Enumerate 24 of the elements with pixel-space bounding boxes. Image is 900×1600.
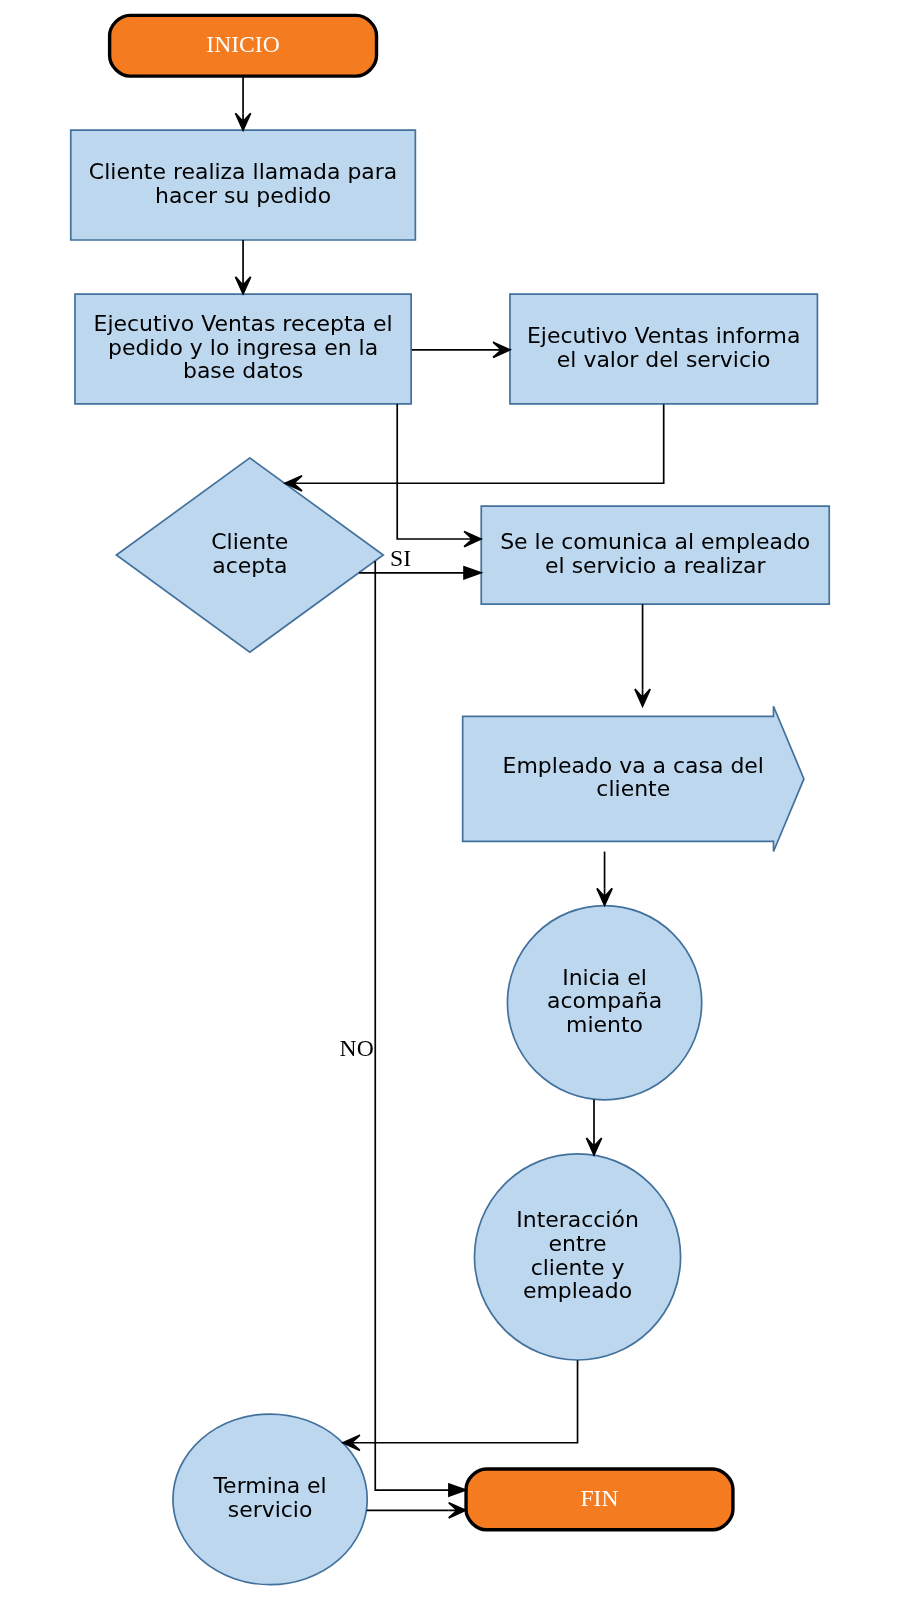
arrow	[284, 403, 665, 492]
node-box: INICIO	[107, 13, 379, 78]
node-circle: Inicia el acompaña miento	[506, 904, 703, 1101]
arrow	[358, 565, 484, 580]
arrow	[365, 1501, 467, 1519]
arrow	[596, 850, 613, 906]
arrow	[585, 1098, 603, 1156]
arrow	[342, 1359, 579, 1452]
arrow	[634, 603, 652, 707]
node-ellipse: Termina el servicio	[172, 1413, 369, 1586]
node-box: Cliente realiza llamada para hacer su pedido	[69, 129, 417, 241]
node-box: FIN	[464, 1467, 735, 1532]
arrow	[234, 75, 252, 131]
arrow	[396, 403, 482, 548]
arrow	[234, 239, 252, 295]
node-box: Ejecutivo Ventas informa el valor del servicio	[509, 293, 819, 405]
edge-label: NO	[339, 1034, 374, 1061]
node-box: Ejecutivo Ventas recepta el pedido y lo ingresa en la base datos	[74, 293, 412, 405]
node-box: Se le comunica al empleado el servicio a realizar	[480, 505, 831, 605]
edge-label: SI	[390, 545, 412, 572]
node-circle: Interacción entre cliente y empleado	[473, 1153, 682, 1361]
node-diamond: Cliente acepta	[114, 456, 385, 654]
arrow	[410, 341, 511, 359]
arrow	[374, 560, 469, 1498]
